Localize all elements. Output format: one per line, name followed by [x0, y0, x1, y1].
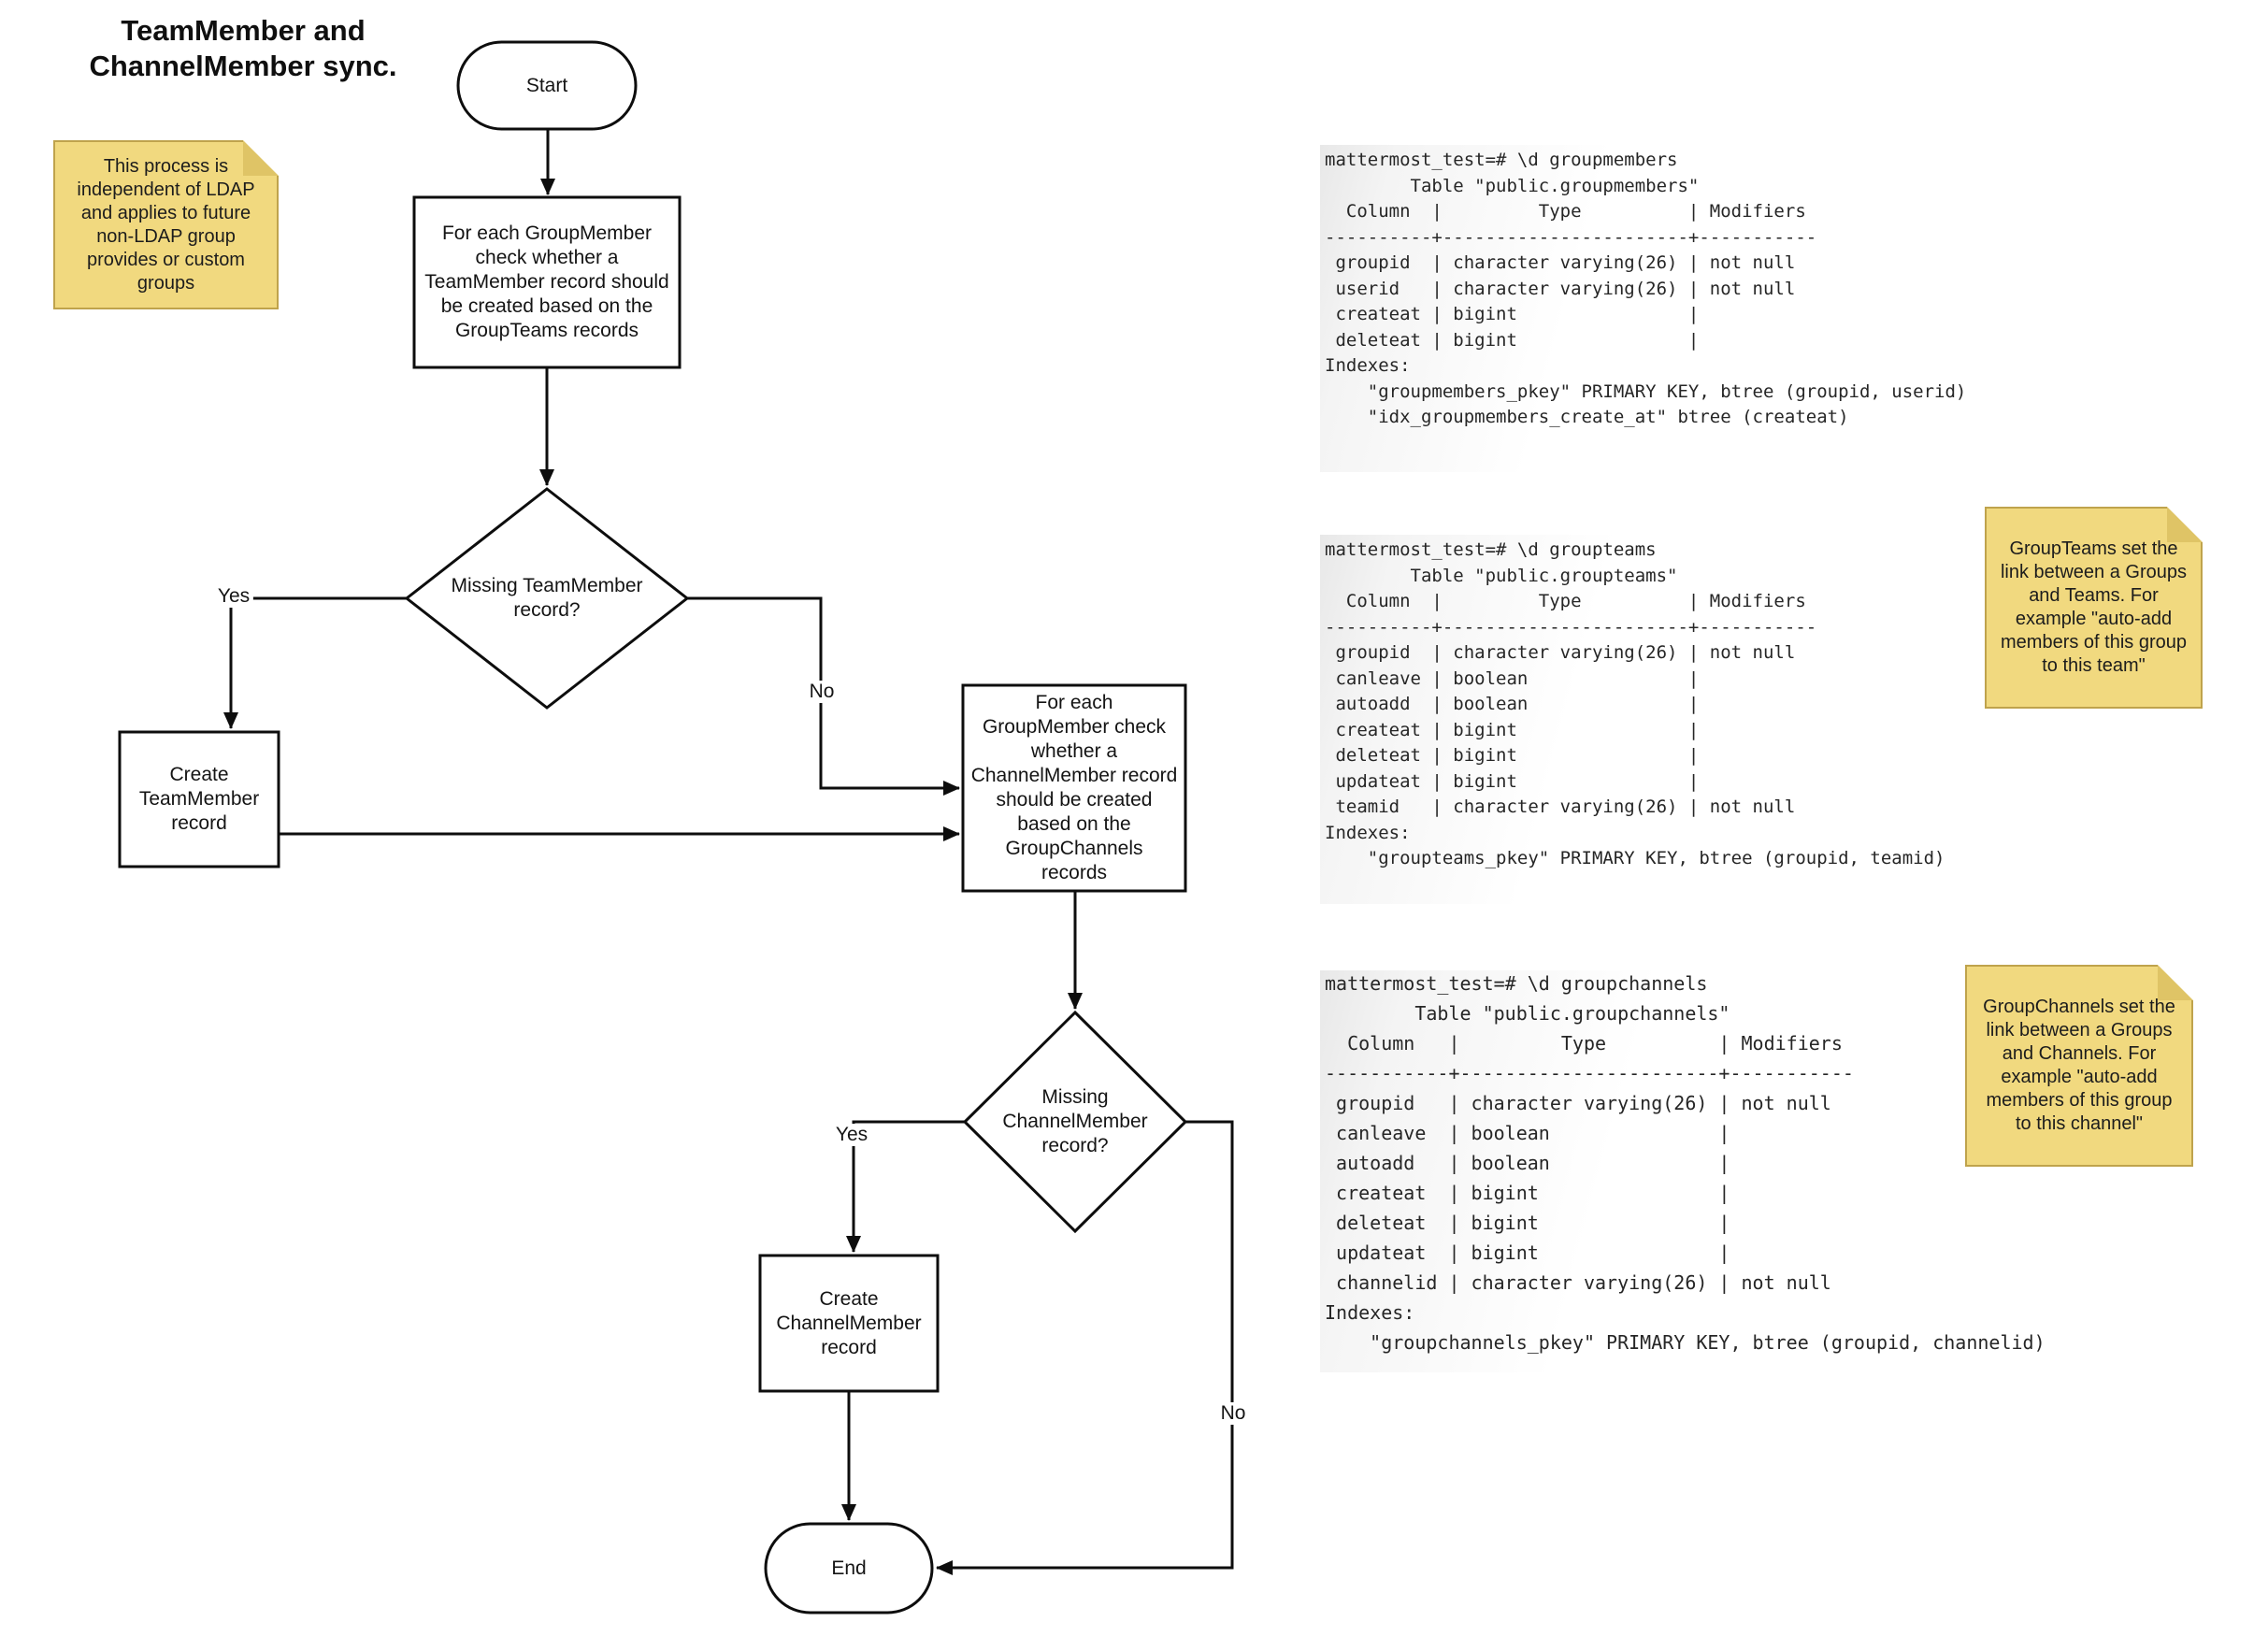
terminal-groupteams-background [1320, 535, 1881, 904]
edge-decision2-yes [846, 1120, 965, 1253]
terminal-groupteams: mattermost_test=# \d groupteams Table "p… [1325, 539, 1945, 868]
decision-missing-channelmember-label: Missing ChannelMember record? [1002, 1086, 1148, 1156]
start-shape [456, 40, 638, 131]
terminal-groupchannels: mattermost_test=# \d groupchannels Table… [1325, 972, 2046, 1354]
sticky-note-groupchannels: GroupChannels set the link between a Gro… [1965, 965, 2193, 1167]
create-teammember-label: Create TeamMember record [138, 764, 260, 834]
end-shape [764, 1522, 934, 1614]
edge-label-yes-1: Yes [213, 585, 254, 608]
process1-shape [412, 195, 682, 369]
decision1-shape [404, 487, 690, 710]
edge-label-no-1: No [805, 681, 839, 703]
page-title: TeamMember and ChannelMember sync. [89, 14, 397, 82]
edge-decision1-yes [223, 596, 407, 729]
process-check-channelmember-label: For each GroupMember check whether a Cha… [970, 692, 1178, 883]
create-channelmember-label: Create ChannelMember record [776, 1287, 922, 1358]
edge-decision2-no [936, 1120, 1234, 1575]
process-check-teammember-label: For each GroupMember check whether a Tea… [424, 222, 669, 341]
create2-shape [758, 1254, 940, 1393]
sticky-note-ldap: This process is independent of LDAP and … [53, 140, 279, 309]
process2-shape [961, 683, 1187, 893]
edge-label-no-2: No [1216, 1402, 1250, 1425]
edge-label-yes-2: Yes [831, 1124, 872, 1146]
sticky-note-groupteams: GroupTeams set the link between a Groups… [1985, 507, 2203, 709]
decision-missing-teammember-label: Missing TeamMember record? [451, 575, 643, 621]
end-node-label: End [831, 1557, 867, 1579]
start-node-label: Start [525, 74, 568, 96]
decision2-shape [962, 1010, 1188, 1234]
create1-shape [118, 730, 280, 868]
terminal-groupmembers-background [1320, 145, 1881, 472]
terminal-groupmembers: mattermost_test=# \d groupmembers Table … [1325, 150, 1967, 427]
terminal-groupchannels-background [1320, 970, 1965, 1372]
